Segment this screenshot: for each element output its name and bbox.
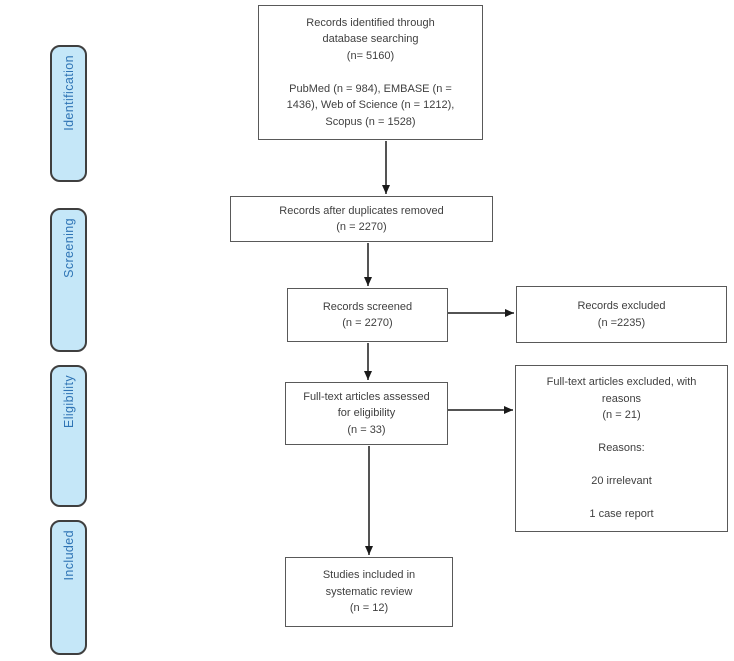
- stage-label-identification: Identification: [61, 55, 76, 131]
- flow-box-duplicates-removed: Records after duplicates removed (n = 22…: [230, 196, 493, 242]
- flow-box-records-excluded: Records excluded (n =2235): [516, 286, 727, 343]
- stage-label-included: Included: [61, 530, 76, 581]
- stage-pill-identification: Identification: [50, 45, 87, 182]
- flow-box-records-identified: Records identified through database sear…: [258, 5, 483, 140]
- flow-box-fulltext-assessed: Full-text articles assessed for eligibil…: [285, 382, 448, 445]
- flow-box-records-screened: Records screened (n = 2270): [287, 288, 448, 342]
- stage-label-eligibility: Eligibility: [61, 375, 76, 429]
- stage-pill-eligibility: Eligibility: [50, 365, 87, 507]
- stage-pill-screening: Screening: [50, 208, 87, 352]
- flow-box-fulltext-excluded: Full-text articles excluded, with reason…: [515, 365, 728, 532]
- stage-label-screening: Screening: [61, 218, 76, 278]
- flow-box-studies-included: Studies included in systematic review (n…: [285, 557, 453, 627]
- stage-pill-included: Included: [50, 520, 87, 655]
